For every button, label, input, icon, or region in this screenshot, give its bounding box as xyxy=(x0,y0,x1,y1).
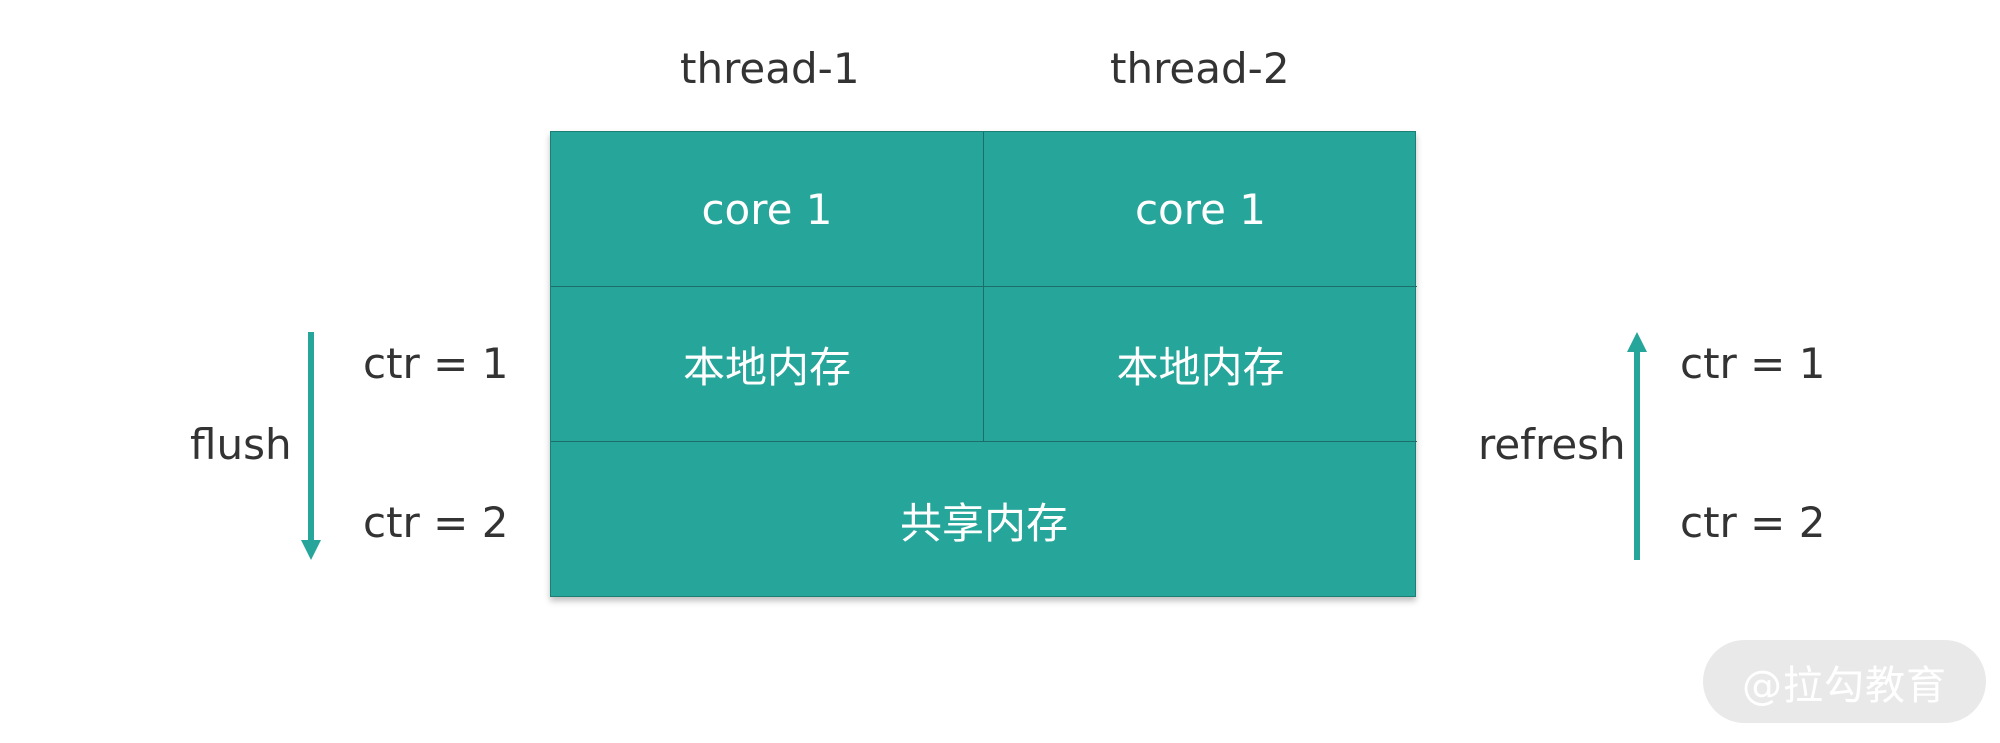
thread-2-label: thread-2 xyxy=(1110,44,1290,93)
core-cell-right: core 1 xyxy=(984,132,1417,287)
left-ctr-1-label: ctr = 1 xyxy=(363,339,509,388)
right-ctr-2-label: ctr = 2 xyxy=(1680,498,1826,547)
memory-grid: core 1 core 1 本地内存 本地内存 共享内存 xyxy=(550,131,1417,597)
right-ctr-1-label: ctr = 1 xyxy=(1680,339,1826,388)
flush-label: flush xyxy=(190,420,292,469)
watermark-badge: @拉勾教育 xyxy=(1703,640,1986,723)
flush-down-arrow-icon xyxy=(301,332,321,560)
refresh-up-arrow-icon xyxy=(1627,332,1647,560)
local-memory-cell-right: 本地内存 xyxy=(984,287,1417,442)
refresh-label: refresh xyxy=(1478,420,1626,469)
thread-1-label: thread-1 xyxy=(680,44,860,93)
left-ctr-2-label: ctr = 2 xyxy=(363,498,509,547)
local-memory-cell-left: 本地内存 xyxy=(551,287,984,442)
shared-memory-cell: 共享内存 xyxy=(899,498,1068,548)
core-cell-left: core 1 xyxy=(551,132,984,287)
